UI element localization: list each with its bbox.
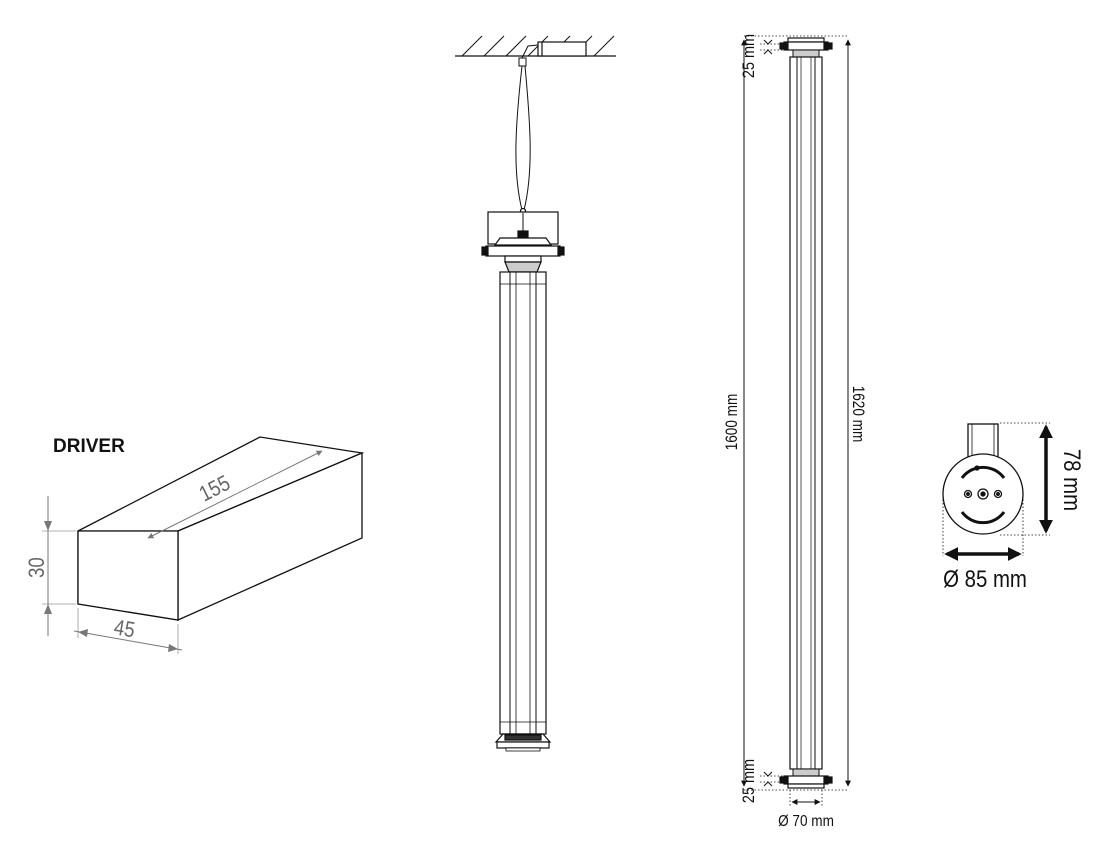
tube-diameter-label: Ø 70 mm xyxy=(778,813,834,830)
driver-width-dimension xyxy=(73,630,183,651)
driver-box xyxy=(77,436,365,622)
driver-drawing: DRIVER 155 30 45 xyxy=(26,436,365,654)
length-inner-label: 1600 mm xyxy=(723,394,742,451)
end-height-label: 78 mm xyxy=(1059,449,1086,511)
profile-dimensions: 1600 mm 1620 mm 25 mm 25 mm Ø 70 mm xyxy=(723,34,868,830)
length-total-label: 1620 mm xyxy=(849,386,868,443)
driver-width-label: 45 xyxy=(112,616,137,643)
cap-top-label: 25 mm xyxy=(740,34,758,78)
end-view-dimensions: 78 mm Ø 85 mm xyxy=(942,422,1086,592)
end-diameter-label: Ø 85 mm xyxy=(943,565,1027,592)
profile-drawing xyxy=(779,37,833,789)
driver-title: DRIVER xyxy=(53,436,125,457)
end-view-drawing xyxy=(942,423,1024,535)
cap-bottom-label: 25 mm xyxy=(740,759,758,803)
driver-length-dimension xyxy=(147,450,323,539)
pendant-drawing xyxy=(455,35,616,752)
driver-height-label: 30 xyxy=(26,557,50,578)
